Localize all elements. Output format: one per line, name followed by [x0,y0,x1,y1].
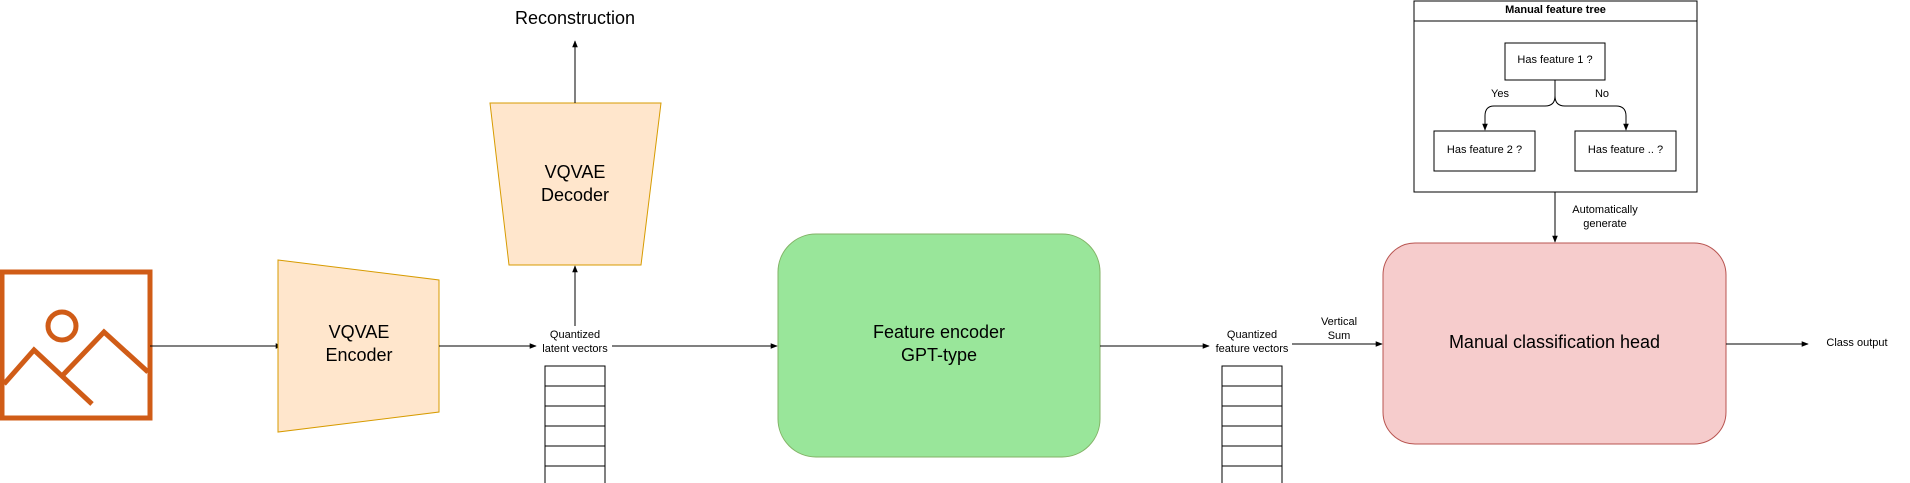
vqvae-decoder-line1: VQVAE [544,162,606,182]
vqvae-encoder-line2: Encoder [325,344,393,365]
auto-generate-line2: generate [1583,217,1627,230]
auto-generate-line1: Automatically [1572,204,1638,216]
vqvae-encoder-label: VQVAE Encoder [300,321,418,366]
reconstruction-label: Reconstruction [514,8,636,28]
vertical-sum-line2: Sum [1327,329,1351,342]
tree-left-label: Has feature 2 ? [1446,144,1523,156]
tree-right-label: Has feature .. ? [1587,144,1664,156]
quantized-features-label: Quantized feature vectors [1192,329,1312,357]
feature-tree-title: Manual feature tree [1505,4,1606,16]
feature-vector-stack [1221,365,1283,483]
vqvae-decoder-label: VQVAE Decoder [516,161,634,206]
vertical-sum-line1: Vertical [1320,316,1358,328]
feature-encoder-label: Feature encoder GPT-type [819,321,1059,366]
tree-right-node [1574,130,1677,172]
quantized-features-line2: feature vectors [1215,342,1289,355]
tree-edge-no [1554,80,1629,131]
tree-yes-label: Yes [1491,88,1509,100]
tree-left-node [1433,130,1536,172]
quantized-features-line1: Quantized [1226,329,1278,341]
vqvae-encoder-shape [277,259,440,433]
tree-edge-yes [1482,80,1556,131]
classification-head-label: Manual classification head [1448,332,1661,352]
vqvae-encoder-line1: VQVAE [328,322,390,342]
latent-vector-stack [544,365,606,483]
feature-encoder-line1: Feature encoder [872,322,1006,342]
quantized-latent-line2: latent vectors [542,342,608,355]
vqvae-decoder-shape [489,102,662,266]
image-icon [0,269,153,421]
tree-root-label: Has feature 1 ? [1517,54,1593,66]
auto-generate-label: Automatically generate [1560,204,1650,232]
feature-encoder-line2: GPT-type [900,344,978,365]
class-output-label: Class output [1826,337,1888,349]
quantized-latent-line1: Quantized [549,329,601,341]
vqvae-decoder-line2: Decoder [540,184,610,205]
quantized-latent-label: Quantized latent vectors [520,329,630,357]
vertical-sum-label: Vertical Sum [1304,316,1374,344]
tree-no-label: No [1594,88,1610,100]
